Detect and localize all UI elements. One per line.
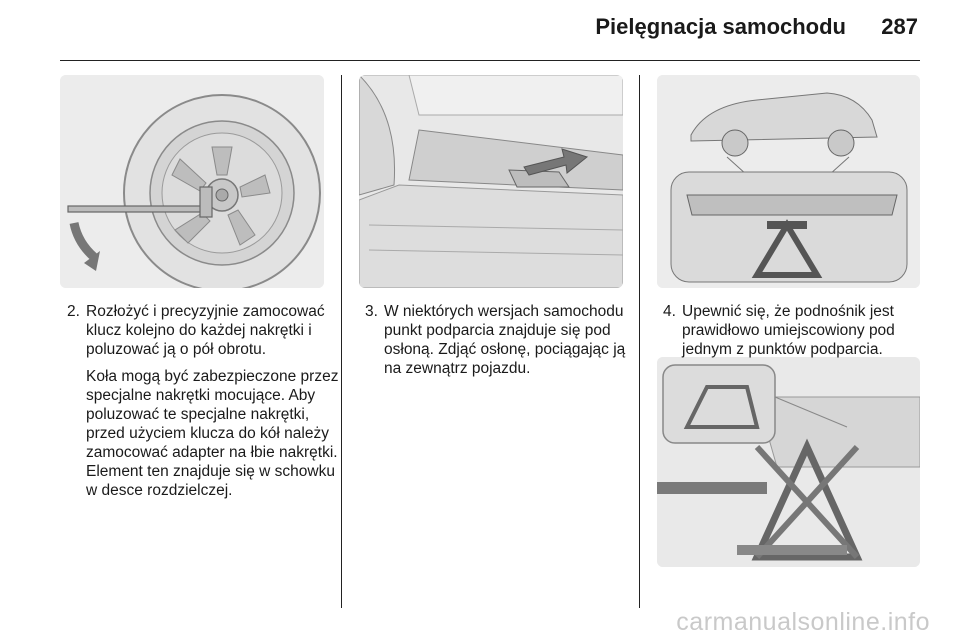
header-rule bbox=[60, 60, 920, 61]
step-2-note: Koła mogą być zabezpieczone przez specja… bbox=[86, 368, 339, 499]
step-2: 2. Rozłożyć i precyzyjnie zamocować kluc… bbox=[67, 302, 339, 508]
column-divider-2 bbox=[639, 75, 640, 608]
page-number: 287 bbox=[881, 14, 918, 39]
step-3-text: W niektórych wersjach samochodu punkt po… bbox=[384, 303, 626, 377]
step-4-text: Upewnić się, że podnośnik jest prawidłow… bbox=[682, 303, 895, 358]
step-2-number: 2. bbox=[67, 303, 80, 320]
step-4-number: 4. bbox=[663, 303, 676, 320]
figure-wheel-wrench bbox=[60, 75, 324, 288]
step-4: 4. Upewnić się, że podnośnik jest prawid… bbox=[663, 302, 925, 367]
watermark: carmanualsonline.info bbox=[676, 608, 930, 636]
step-3-number: 3. bbox=[365, 303, 378, 320]
page-header-title: Pielęgnacja samochodu bbox=[595, 14, 846, 39]
figure-car-jack bbox=[657, 75, 920, 288]
step-3: 3. W niektórych wersjach samochodu punkt… bbox=[365, 302, 627, 386]
column-divider-1 bbox=[341, 75, 342, 608]
figure-sill-cover bbox=[359, 75, 623, 288]
step-2-text: Rozłożyć i precyzyjnie zamocować klucz k… bbox=[86, 303, 325, 358]
figure-jack-detail bbox=[657, 357, 920, 567]
